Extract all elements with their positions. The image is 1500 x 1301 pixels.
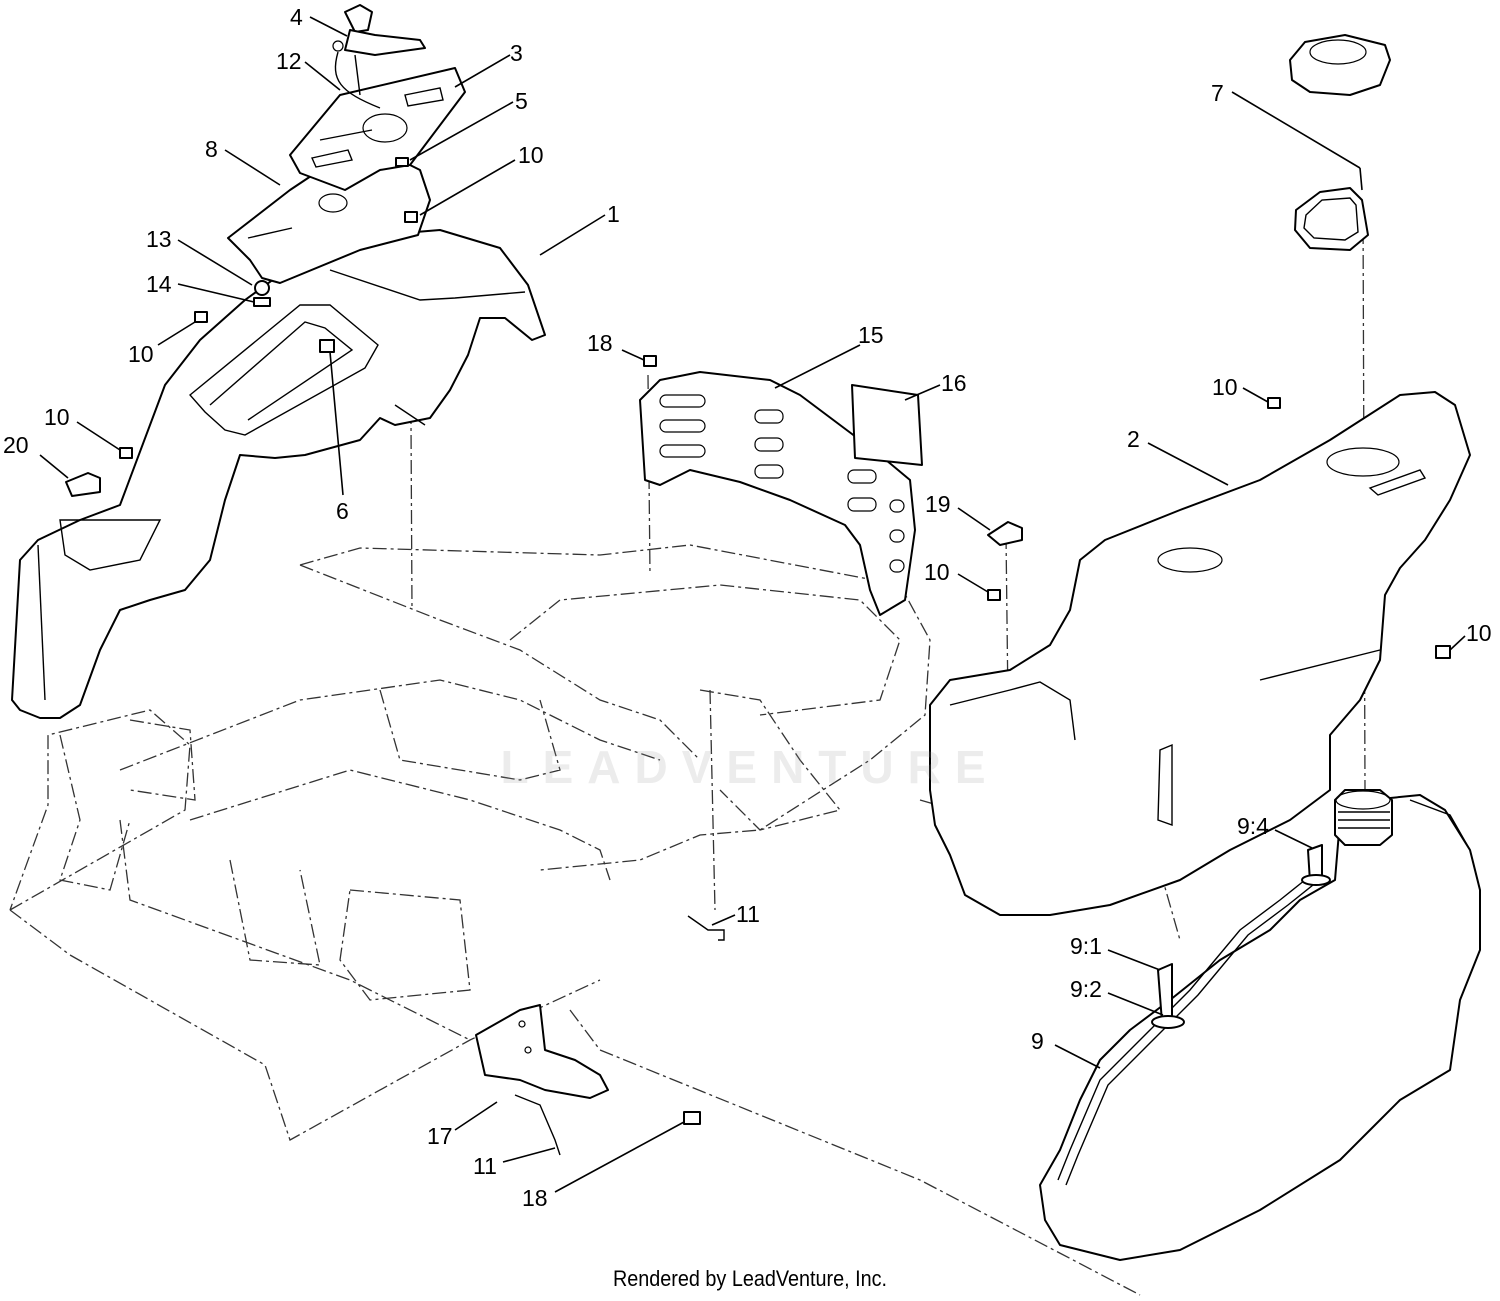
callout-8: 8 <box>205 136 218 162</box>
control-lever-part-4 <box>332 4 426 96</box>
left-fender-part-1 <box>11 229 546 719</box>
rear-shield-part-15 <box>639 371 916 616</box>
callout-20: 20 <box>3 432 29 458</box>
callout-12: 12 <box>276 48 302 74</box>
callout-9-1: 9:1 <box>1070 933 1102 959</box>
callout-9-4: 9:4 <box>1237 813 1269 839</box>
rod-part-11a <box>687 915 725 941</box>
watermark: LEADVENTURE <box>500 741 1000 793</box>
callout-11a: 11 <box>736 901 760 927</box>
plug-part-19 <box>987 521 1023 546</box>
callout-18b: 18 <box>522 1185 548 1211</box>
fittings <box>1151 844 1331 1029</box>
callout-16: 16 <box>941 370 967 396</box>
callout-5: 5 <box>515 88 528 114</box>
callout-10f: 10 <box>1466 620 1492 646</box>
callout-14: 14 <box>146 271 172 297</box>
right-fender-part-2 <box>929 391 1471 916</box>
footer-credit: Rendered by LeadVenture, Inc. <box>612 1266 888 1291</box>
callout-4: 4 <box>290 4 303 30</box>
plug-part-20 <box>65 472 101 497</box>
callout-11b: 11 <box>473 1153 497 1179</box>
callout-6: 6 <box>336 498 349 524</box>
callout-10d: 10 <box>924 559 950 585</box>
decal-part-16 <box>851 384 923 466</box>
callout-9-2: 9:2 <box>1070 976 1102 1002</box>
fuel-tank-part-9 <box>1039 789 1481 1261</box>
control-panel-part-3 <box>289 67 466 191</box>
callout-7: 7 <box>1211 80 1224 106</box>
callout-18a: 18 <box>587 330 613 356</box>
callout-15: 15 <box>858 322 884 348</box>
callout-10b: 10 <box>128 341 154 367</box>
callout-10c: 10 <box>44 404 70 430</box>
callout-10e: 10 <box>1212 374 1238 400</box>
callout-13: 13 <box>146 226 172 252</box>
callout-2: 2 <box>1127 426 1140 452</box>
rod-part-11b <box>514 1094 561 1156</box>
fuel-cap-part-7 <box>1289 34 1391 251</box>
callout-10a: 10 <box>518 142 544 168</box>
cable-part-12 <box>334 51 381 109</box>
callout-9: 9 <box>1031 1028 1044 1054</box>
callout-19: 19 <box>925 491 951 517</box>
hardware <box>119 157 1451 1125</box>
callout-3: 3 <box>510 40 523 66</box>
bracket-part-17 <box>475 1004 609 1099</box>
leader-lines <box>39 16 1466 1193</box>
callout-17: 17 <box>427 1123 453 1149</box>
callout-1: 1 <box>607 201 620 227</box>
